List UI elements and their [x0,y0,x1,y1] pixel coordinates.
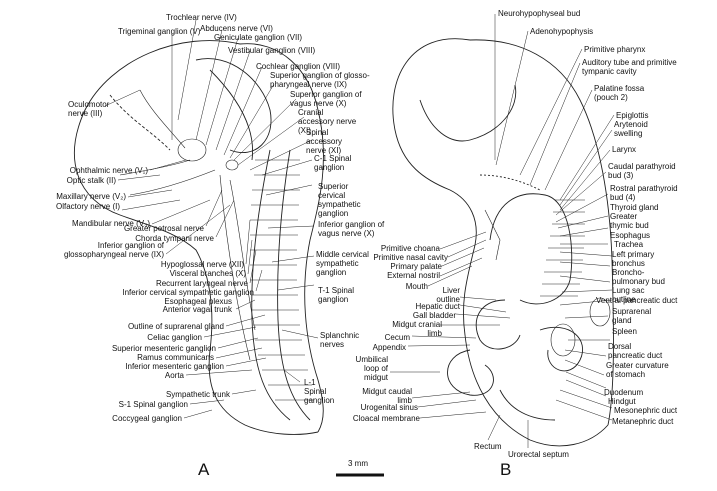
label-neurohypo: Neurohypophyseal bud [498,9,581,18]
label-mesonephric: Mesonephric duct [614,406,678,415]
scale-bar-label: 3 mm [348,459,368,468]
label-palatine: Palatine fossa (pouch 2) [594,84,645,102]
label-inf-mes: Inferior mesenteric ganglion [125,362,224,371]
label-thymic: Greater thymic bud [610,212,649,230]
label-vent-panc: Ventral pancreatic duct [596,296,678,305]
label-celiac: Celiac ganglion [147,333,202,342]
panel-b-letter: B [500,460,512,479]
panel-b-leaders [390,14,615,448]
panel-a-leaders-left [104,89,267,419]
panel-a-leaders [171,19,319,383]
label-prim-pharynx: Primitive pharynx [584,45,646,54]
label-petrosal: Greater petrosal nerve [123,224,204,233]
label-optic: Optic stalk (II) [66,176,116,185]
label-splanchnic: Splanchnic nerves [320,331,360,349]
label-sup-glosso: Superior ganglion of glosso-pharyngeal n… [270,71,370,89]
label-arytenoid: Arytenoid swelling [614,120,648,138]
label-cochlear: Cochlear ganglion (VIII) [256,62,341,71]
label-left-bronchus: Left primary bronchus [612,250,655,268]
label-epiglottis: Epiglottis [616,111,649,120]
label-suprarenal: Suprarenal gland [612,307,652,325]
label-hypoglossal: Hypoglossal nerve (XII) [160,260,244,269]
label-bronchopulm: Broncho-pulmonary bud [612,268,665,286]
label-duodenum: Duodenum [604,388,644,397]
label-maxillary: Maxillary nerve (V₂) [56,192,126,201]
label-prim-palate: Primary palate [390,262,442,271]
label-spinal-acc: Spinal accessory nerve (XI) [306,128,343,155]
label-mandibular: Mandibular nerve (V₃) [72,219,150,228]
label-cloacal: Cloacal membrane [352,414,420,423]
label-thyroid: Thyroid gland [610,203,659,212]
label-l1: L-1 Spinal ganglion [304,378,335,405]
label-inf-cerv: Inferior cervical sympathetic ganglion [122,288,254,297]
label-coccygeal: Coccygeal ganglion [112,414,182,423]
label-s1: S-1 Spinal ganglion [118,400,188,409]
label-lung-sac: Lung sac outline [612,286,645,304]
label-abducens: Abducens nerve (VI) [200,24,273,33]
label-aorta: Aorta [164,371,184,380]
label-prim-nasal: Primitive nasal cavity [373,253,448,262]
label-hepatic: Hepatic duct [415,302,460,311]
label-oculomotor: Oculomotor nerve (III) [68,100,110,118]
label-spleen: Spleen [612,327,637,336]
label-cranial-acc: Cranial accessory nerve (XI) [298,108,357,135]
label-chorda: Chorda tympani nerve [135,234,214,243]
label-midgut-caudal: Midgut caudal limb [362,387,412,405]
label-mid-cerv: Middle cervical sympathetic ganglion [316,250,369,277]
label-rostral-para: Rostral parathyroid bud (4) [610,184,678,202]
label-geniculate: Geniculate ganglion (VII) [214,33,303,42]
panel-b-outline [392,38,614,447]
panel-b-detail [484,199,611,357]
label-urogenital: Urogenital sinus [360,403,418,412]
label-adenohypo: Adenohypophysis [530,27,594,36]
label-trochlear: Trochlear nerve (IV) [166,13,237,22]
label-hindgut: Hindgut [608,397,636,406]
label-larynx: Larynx [612,145,637,154]
label-trigeminal: Trigeminal ganglion (V) [118,27,201,36]
label-auditory: Auditory tube and primitive tympanic cav… [582,58,677,76]
label-esoph-plexus: Esophageal plexus [164,297,232,306]
panel-a-letter: A [198,460,210,479]
label-recurrent: Recurrent laryngeal nerve [155,279,248,288]
label-olfactory: Olfactory nerve (I) [55,202,120,211]
label-c1: C-1 Spinal ganglion [314,154,352,172]
label-ext-nostril: External nostril [387,271,440,280]
label-sup-vagus: Superior ganglion of vagus nerve (X) [290,90,362,108]
label-gall: Gall bladder [412,311,456,320]
label-sup-mes: Superior mesenteric ganglion [111,344,216,353]
label-ramus: Ramus communicans [137,353,214,362]
label-cecum: Cecum [384,333,410,342]
label-suprarenal-outline: Outline of suprarenal gland [127,322,224,331]
label-midgut-cranial: Midgut cranial limb [392,320,442,338]
label-trachea: Trachea [614,240,644,249]
label-ant-vagal: Anterior vagal trunk [162,305,232,314]
label-metanephric: Metanephric duct [612,417,674,426]
label-appendix: Appendix [372,343,406,352]
label-rectum: Rectum [474,442,502,451]
label-caudal-para: Caudal parathyroid bud (3) [608,162,676,180]
label-esophagus: Esophagus [610,231,651,240]
label-symp-trunk: Sympathetic trunk [165,390,230,399]
label-vestibular: Vestibular ganglion (VIII) [228,46,316,55]
label-umbilical: Umbilical loop of midgut [355,355,388,382]
label-inf-glosso: Inferior ganglion of glossopharyngeal ne… [63,241,164,259]
label-sup-cerv: Superior cervical sympathetic ganglion [318,182,361,218]
label-inf-vagus: Inferior ganglion of vagus nerve (X) [318,220,385,238]
label-mouth: Mouth [405,282,428,291]
label-dorsal-panc: Dorsal pancreatic duct [608,342,663,360]
label-liver: Liver outline [436,286,460,304]
label-t1: T-1 Spinal ganglion [318,286,355,304]
label-prim-choana: Primitive choana [380,244,440,253]
label-ophthalmic: Ophthalmic nerve (V₁) [69,166,148,175]
label-urorectal: Urorectal septum [508,450,569,459]
label-greater-curv: Greater curvature of stomach [606,361,669,379]
label-visceral: Visceral branches (X) [169,269,246,278]
